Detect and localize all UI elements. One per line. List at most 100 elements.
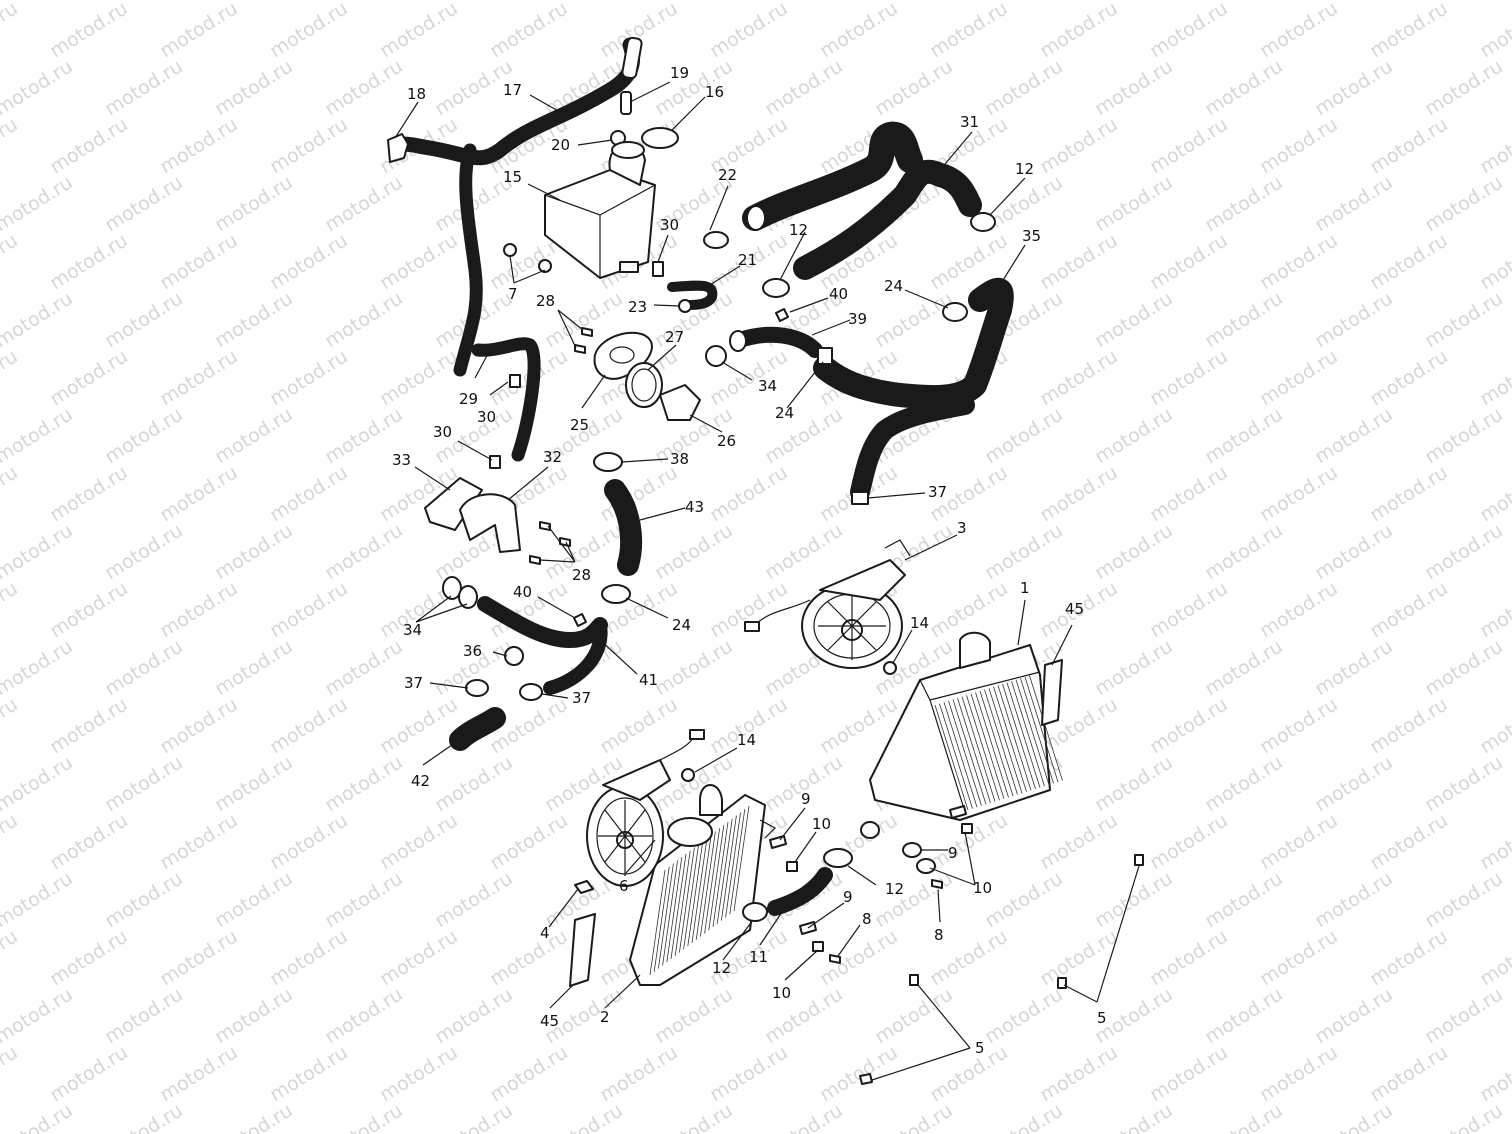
watermark-text: motod.ru xyxy=(431,867,517,932)
radiator-fin xyxy=(1006,682,1041,788)
watermark-text: motod.ru xyxy=(321,1099,407,1134)
label-45b: 45 xyxy=(540,1012,559,1030)
watermark-text: motod.ru xyxy=(1421,867,1507,932)
watermark-text: motod.ru xyxy=(0,461,22,526)
watermark-text: motod.ru xyxy=(0,925,22,990)
label-3: 3 xyxy=(957,519,967,537)
radiator-fin xyxy=(729,809,746,915)
radiator-fin xyxy=(674,850,691,956)
watermark-text: motod.ru xyxy=(1146,0,1232,62)
label-36: 36 xyxy=(463,642,482,660)
label-37a: 37 xyxy=(928,483,947,501)
label-17: 17 xyxy=(503,81,522,99)
part-38-clamp xyxy=(593,452,623,472)
watermark-text: motod.ru xyxy=(1256,113,1342,178)
radiator-fin xyxy=(948,700,982,806)
label-28b: 28 xyxy=(572,566,591,584)
watermark-text: motod.ru xyxy=(321,867,407,932)
radiator-fin xyxy=(979,690,1014,797)
watermark-text: motod.ru xyxy=(321,983,407,1048)
watermark-text: motod.ru xyxy=(46,809,132,874)
watermark-text: motod.ru xyxy=(101,403,187,468)
watermark-text: motod.ru xyxy=(101,635,187,700)
watermark-text: motod.ru xyxy=(321,519,407,584)
watermark-text: motod.ru xyxy=(1366,113,1452,178)
watermark-text: motod.ru xyxy=(46,113,132,178)
watermark-text: motod.ru xyxy=(1036,1041,1122,1106)
part-40-bolt-a xyxy=(775,308,789,322)
part-9-grommet-a xyxy=(769,835,787,849)
watermark-text: motod.ru xyxy=(266,693,352,758)
watermark-text: motod.ru xyxy=(1311,519,1397,584)
label-12c: 12 xyxy=(885,880,904,898)
watermark-text: motod.ru xyxy=(761,519,847,584)
watermark-text: motod.ru xyxy=(266,229,352,294)
label-2: 2 xyxy=(600,1008,610,1026)
part-1-radiator-right xyxy=(860,631,1063,839)
watermark-text: motod.ru xyxy=(1311,1099,1397,1134)
watermark-text: motod.ru xyxy=(1146,113,1232,178)
part-8-bolt-a xyxy=(829,954,841,964)
part-4-fan-left xyxy=(574,729,705,894)
part-16-cap xyxy=(641,127,679,149)
watermark-text: motod.ru xyxy=(926,1041,1012,1106)
radiator-fin xyxy=(683,844,699,950)
radiator-fin xyxy=(721,815,737,921)
label-34a: 34 xyxy=(758,377,777,395)
watermark-text: motod.ru xyxy=(0,55,77,120)
radiator-fin xyxy=(666,857,683,963)
label-34b: 34 xyxy=(403,621,422,639)
watermark-text: motod.ru xyxy=(1256,925,1342,990)
watermark-text: motod.ru xyxy=(0,345,22,410)
watermark-text: motod.ru xyxy=(981,1099,1067,1134)
watermark-text: motod.ru xyxy=(266,577,352,642)
label-25: 25 xyxy=(570,416,589,434)
watermark-text: motod.ru xyxy=(101,1099,187,1134)
part-24-clamp-b xyxy=(817,347,833,365)
label-31: 31 xyxy=(960,113,979,131)
watermark-text: motod.ru xyxy=(0,1041,22,1106)
label-32: 32 xyxy=(543,448,562,466)
watermark-text: motod.ru xyxy=(101,171,187,236)
watermark-text: motod.ru xyxy=(1476,229,1512,294)
watermark-text: motod.ru xyxy=(871,55,957,120)
watermark-text: motod.ru xyxy=(101,751,187,816)
watermark-text: motod.ru xyxy=(156,1041,242,1106)
part-30-clamp-b xyxy=(509,374,521,388)
part-10-collar-c xyxy=(961,823,973,834)
watermark-text: motod.ru xyxy=(0,113,22,178)
watermark-text: motod.ru xyxy=(1201,983,1287,1048)
label-40a: 40 xyxy=(829,285,848,303)
watermark-text: motod.ru xyxy=(1201,287,1287,352)
watermark-text: motod.ru xyxy=(651,635,737,700)
watermark-text: motod.ru xyxy=(651,287,737,352)
part-40-bolt-b xyxy=(573,613,587,627)
radiator-fin xyxy=(712,821,729,928)
radiator-fin xyxy=(700,831,716,937)
watermark-text: motod.ru xyxy=(376,229,462,294)
part-15-expansion-tank xyxy=(544,141,656,279)
watermark-text: motod.ru xyxy=(101,519,187,584)
watermark-text: motod.ru xyxy=(0,577,22,642)
part-32-pump-cover xyxy=(459,493,521,553)
watermark-text: motod.ru xyxy=(816,1041,902,1106)
watermark-text: motod.ru xyxy=(706,0,792,62)
part-3-fan-right xyxy=(744,539,911,669)
watermark-text: motod.ru xyxy=(46,577,132,642)
watermark-text: motod.ru xyxy=(761,55,847,120)
watermark-text: motod.ru xyxy=(706,461,792,526)
watermark-text: motod.ru xyxy=(1421,171,1507,236)
part-7-nut-b xyxy=(538,259,552,273)
part-37-clamp-c xyxy=(519,683,543,701)
part-28-bolt-a xyxy=(581,327,593,337)
watermark-text: motod.ru xyxy=(871,287,957,352)
label-20: 20 xyxy=(551,136,570,154)
watermark-text: motod.ru xyxy=(266,0,352,62)
watermark-text: motod.ru xyxy=(1421,55,1507,120)
part-17-breather-hose xyxy=(387,36,643,377)
watermark-text: motod.ru xyxy=(1091,171,1177,236)
watermark-text: motod.ru xyxy=(0,1099,77,1134)
watermark-text: motod.ru xyxy=(156,577,242,642)
watermark-text: motod.ru xyxy=(321,55,407,120)
watermark-text: motod.ru xyxy=(0,693,22,758)
